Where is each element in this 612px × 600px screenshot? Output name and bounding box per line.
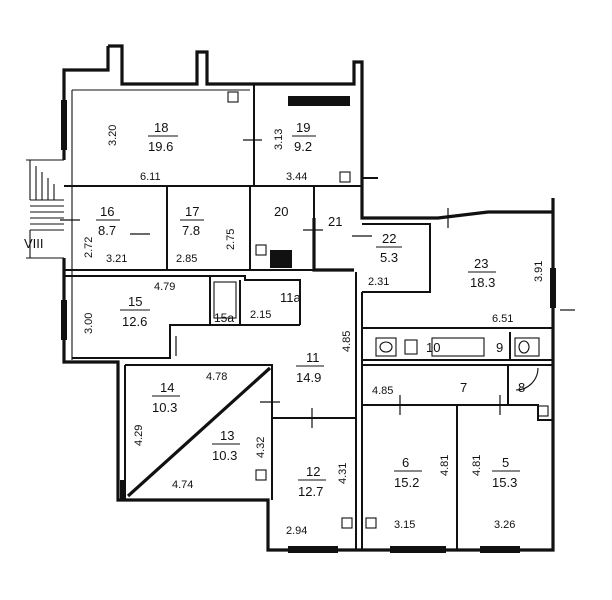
room-number: 15a <box>214 311 234 325</box>
dimension: 2.15 <box>250 309 271 321</box>
room-number: 13 <box>220 428 234 443</box>
staircase-label: VIII <box>24 236 44 251</box>
dimension: 4.81 <box>439 455 451 476</box>
dimension: 3.00 <box>83 313 95 334</box>
interior-walls <box>64 84 553 550</box>
room-number: 7 <box>460 380 467 395</box>
dimension: 3.91 <box>533 261 545 282</box>
room-number: 22 <box>382 231 396 246</box>
room-labels: 18 19.6 19 9.2 16 8.7 17 7.8 20 21 22 5.… <box>96 120 525 499</box>
dimension: 3.26 <box>494 519 515 531</box>
room-number: 15 <box>128 294 142 309</box>
room-number: 14 <box>160 380 174 395</box>
dimension: 3.44 <box>286 171 307 183</box>
room-area: 10.3 <box>212 448 237 463</box>
dimension-labels: 3.20 6.11 3.13 3.44 2.72 3.21 2.75 2.85 … <box>83 125 545 537</box>
staircase <box>26 159 64 259</box>
room-area: 10.3 <box>152 400 177 415</box>
room-area: 18.3 <box>470 275 495 290</box>
room-number: 17 <box>185 204 199 219</box>
room-area: 15.3 <box>492 475 517 490</box>
dimension: 4.31 <box>337 463 349 484</box>
room-area: 9.2 <box>294 139 312 154</box>
dimension: 6.11 <box>140 171 161 183</box>
dimension: 2.72 <box>83 237 95 258</box>
windows <box>61 96 556 553</box>
room-number: 20 <box>274 204 288 219</box>
dimension: 3.13 <box>273 129 285 150</box>
room-number: 12 <box>306 464 320 479</box>
room-area: 15.2 <box>394 475 419 490</box>
dimension: 4.29 <box>133 425 145 446</box>
dimension: 2.85 <box>176 253 197 265</box>
room-area: 5.3 <box>380 250 398 265</box>
dimension: 2.31 <box>368 276 389 288</box>
dimension: 6.51 <box>492 313 513 325</box>
room-area: 19.6 <box>148 139 173 154</box>
dimension: 4.74 <box>172 479 193 491</box>
dimension: 2.94 <box>286 525 307 537</box>
dimension: 4.81 <box>471 455 483 476</box>
dimension: 4.79 <box>154 281 175 293</box>
room-area: 8.7 <box>98 223 116 238</box>
dimension: 4.85 <box>372 385 393 397</box>
room-number: 16 <box>100 204 114 219</box>
room-number: 5 <box>502 455 509 470</box>
room-number: 10 <box>426 340 440 355</box>
room-number: 18 <box>154 120 168 135</box>
dimension: 4.85 <box>341 331 353 352</box>
dimension: 3.21 <box>106 253 127 265</box>
room-number: 11 <box>306 350 320 365</box>
room-area: 12.7 <box>298 484 323 499</box>
dimension: 4.32 <box>255 437 267 458</box>
room-area: 12.6 <box>122 314 147 329</box>
room-number: 9 <box>496 340 503 355</box>
room-number: 21 <box>328 214 342 229</box>
room-number: 8 <box>518 380 525 395</box>
dimension: 3.15 <box>394 519 415 531</box>
fixtures <box>60 91 575 529</box>
dimension: 4.78 <box>206 371 227 383</box>
dimension: 3.20 <box>107 125 119 146</box>
room-number: 23 <box>474 256 488 271</box>
room-number: 11a <box>280 290 301 305</box>
room-number: 6 <box>402 455 409 470</box>
room-area: 14.9 <box>296 370 321 385</box>
room-number: 19 <box>296 120 310 135</box>
dimension: 2.75 <box>225 229 237 250</box>
room-area: 7.8 <box>182 223 200 238</box>
